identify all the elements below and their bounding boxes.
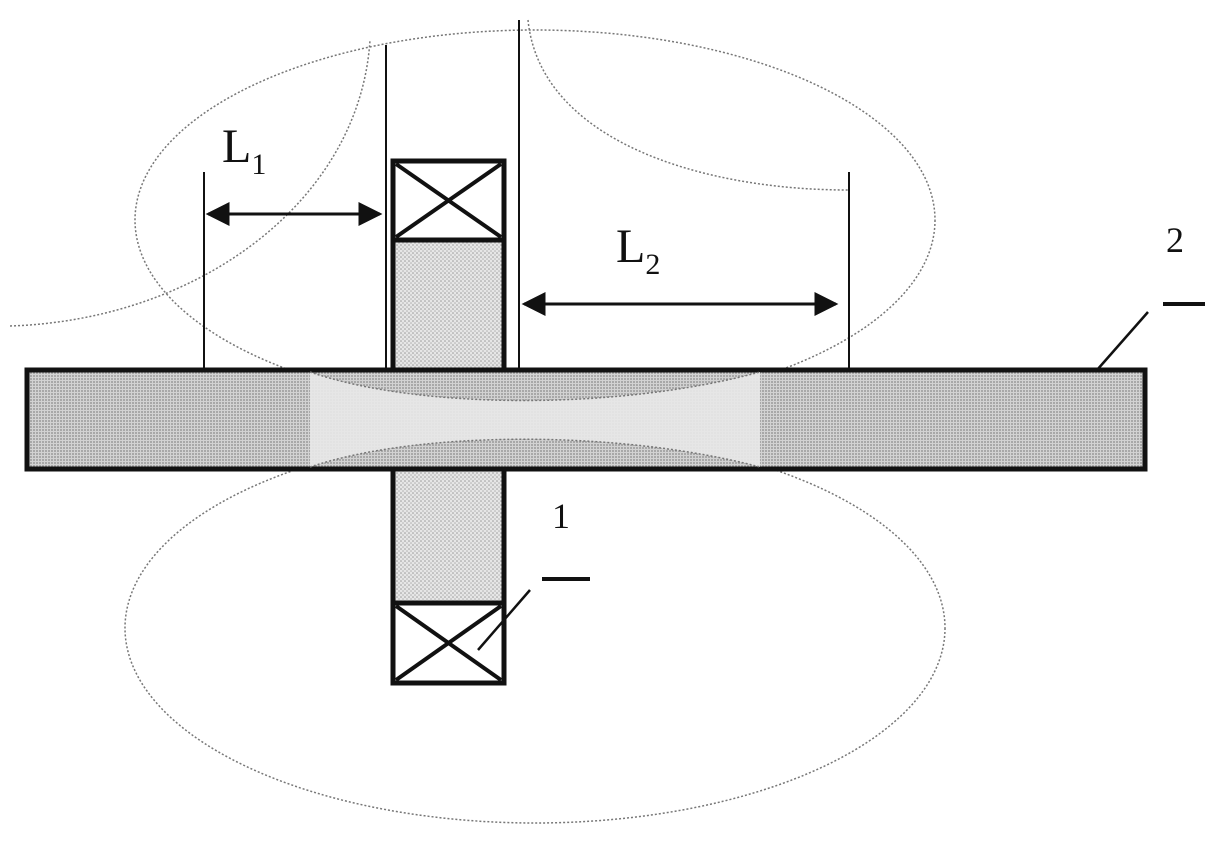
lower-field-ellipse (124, 432, 946, 824)
coil-winding-lower (390, 600, 507, 686)
l2-label: L2 (616, 220, 660, 281)
coil-lower-body (390, 465, 507, 606)
rod-number-label: 2 (1166, 220, 1184, 260)
coil-number-label: 1 (552, 496, 570, 536)
rod-leader (1096, 302, 1205, 371)
heated-zone-bottom-edge (309, 438, 761, 468)
upper-field-ellipse (134, 29, 936, 411)
l1-label: L1 (222, 120, 266, 181)
coil-winding-upper (390, 158, 507, 243)
coil-leader (477, 577, 590, 651)
field-curve-right (527, 19, 849, 191)
heated-zone (310, 372, 760, 467)
coil-upper-body (390, 237, 507, 375)
heated-zone-top-edge (309, 371, 761, 402)
field-curve-left (9, 39, 371, 327)
